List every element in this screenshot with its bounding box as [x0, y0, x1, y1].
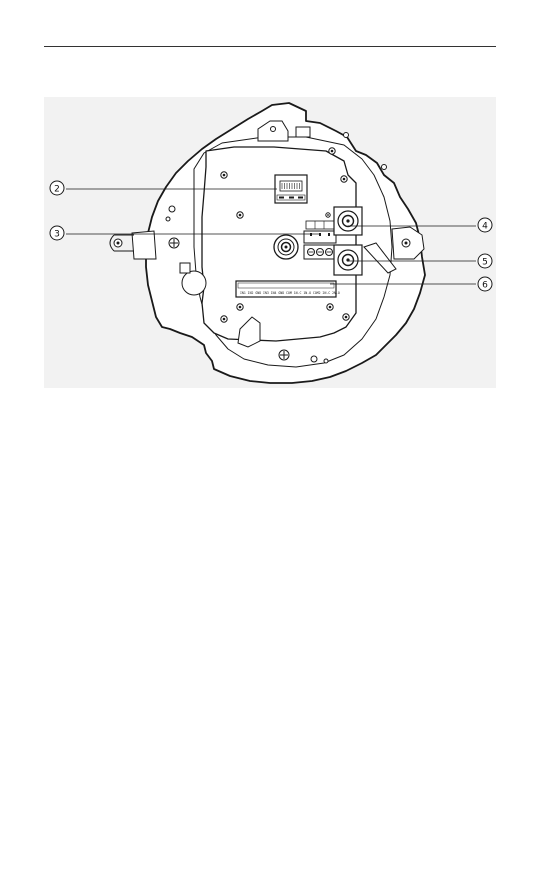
- left-mount-hole-center: [117, 242, 120, 245]
- terminal-strip-labels: IN1 IN2 GND IN3 IN4 GND COM 1N.C 1N.O CO…: [240, 291, 340, 295]
- alarm-terminal-strip: IN1 IN2 GND IN3 IN4 GND COM 1N.C 1N.O CO…: [236, 281, 340, 297]
- callout-6: 6: [478, 277, 492, 291]
- top-bracket-hole: [271, 127, 276, 132]
- callout-5: 5: [478, 254, 492, 268]
- callout-6-number: 6: [482, 281, 488, 291]
- callout-5-number: 5: [482, 258, 488, 268]
- left-small-block: [180, 263, 190, 273]
- camera-base-figure: IN1 IN2 GND IN3 IN4 GND COM 1N.C 1N.O CO…: [44, 97, 496, 388]
- callout-2: 2: [50, 181, 64, 195]
- rca-connector-upper: [334, 207, 362, 235]
- rca-connector-lower: [334, 245, 362, 275]
- camera-base-diagram: IN1 IN2 GND IN3 IN4 GND COM 1N.C 1N.O CO…: [44, 97, 496, 388]
- header-rule: [44, 46, 496, 47]
- callout-2-number: 2: [54, 185, 60, 195]
- network-jack: [275, 175, 307, 203]
- callout-3: 3: [50, 226, 64, 240]
- top-small-block: [296, 127, 310, 137]
- left-mount-tab: [132, 231, 156, 259]
- callout-4-number: 4: [482, 222, 488, 232]
- right-mount-hole-center: [405, 242, 408, 245]
- left-round-feature: [182, 271, 206, 295]
- bnc-connector: [274, 235, 298, 259]
- callout-4: 4: [478, 218, 492, 232]
- callout-3-number: 3: [54, 230, 60, 240]
